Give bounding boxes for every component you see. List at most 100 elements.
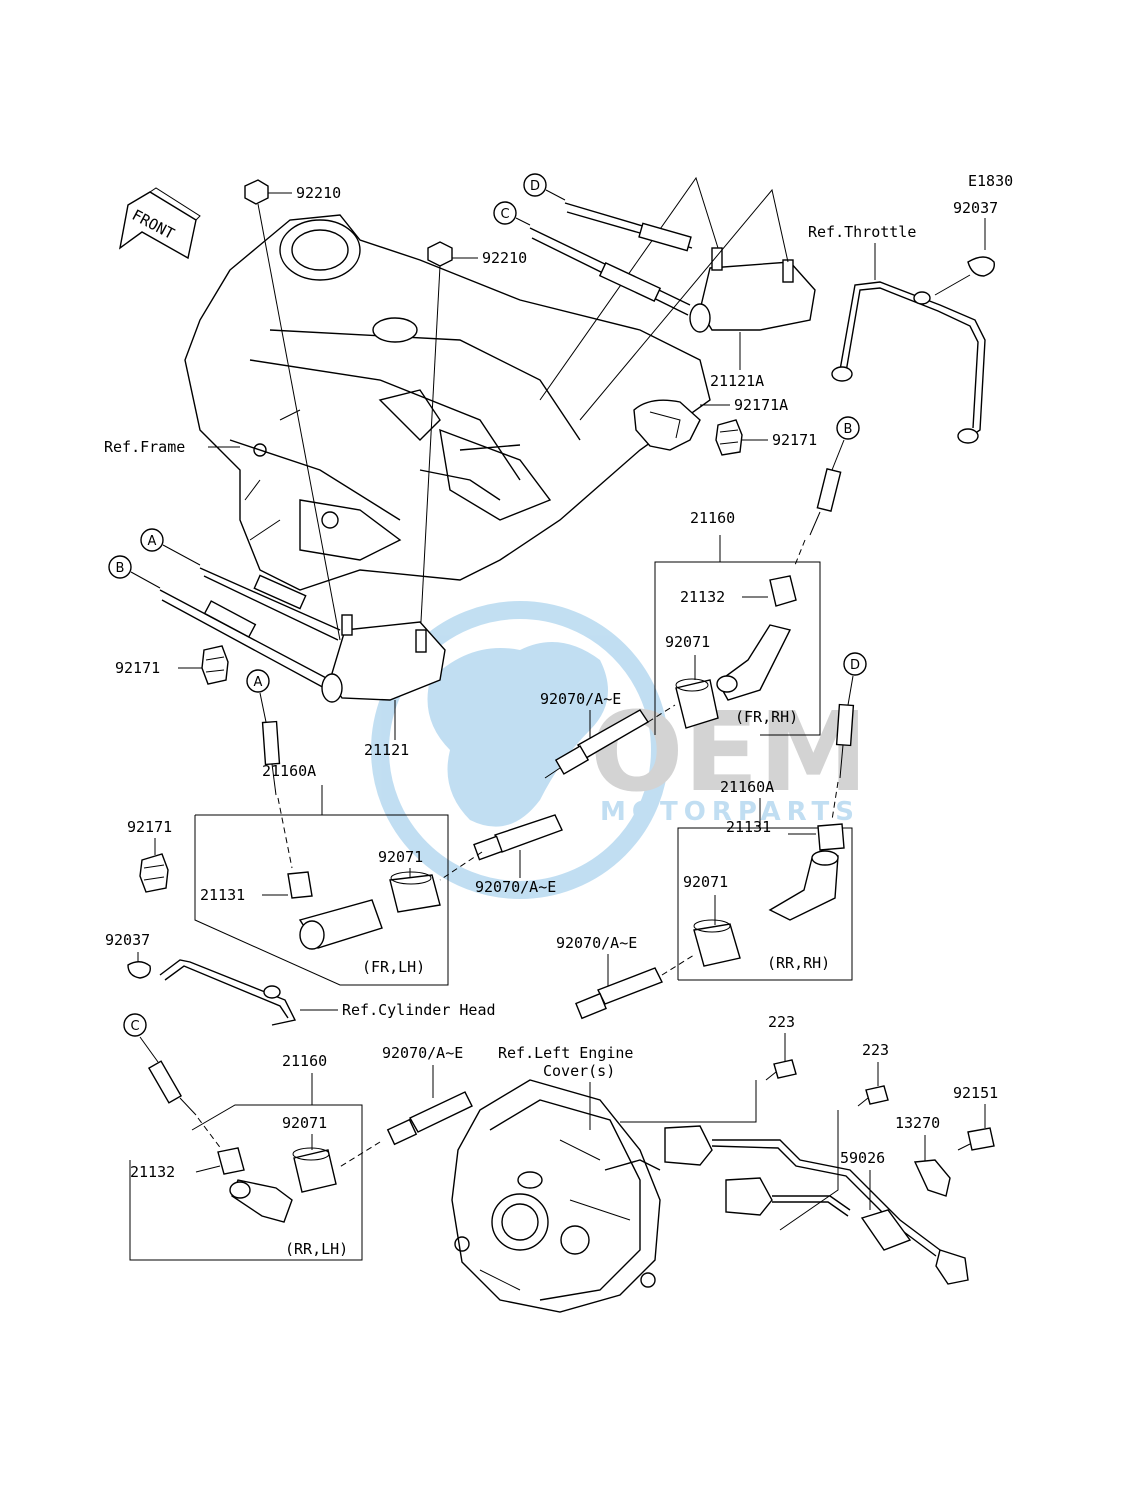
- ht-lead-end-b-right: [809, 439, 845, 536]
- seal-21131-r: [817, 823, 845, 851]
- label-92171-l2: 92171: [127, 818, 172, 836]
- callout-d-top: D: [530, 179, 540, 194]
- spark-plug-4: [386, 1091, 473, 1146]
- plate-13270: [913, 1159, 951, 1197]
- label-92070-3: 92070/A~E: [556, 934, 637, 952]
- label-fr-rh: (FR,RH): [735, 708, 798, 726]
- callout-a1: A: [148, 534, 157, 549]
- callout-circle-b1: [108, 555, 132, 579]
- nut-92210-a: [244, 179, 269, 205]
- left-engine-cover: [451, 1079, 661, 1313]
- label-92071-r: 92071: [665, 633, 710, 651]
- plug-cap-fr-rh: [716, 624, 792, 701]
- ignition-coil-21121a: [689, 247, 816, 333]
- watermark-brand: OEM: [590, 688, 868, 816]
- watermark-sub: MOTORPARTS: [600, 797, 860, 827]
- label-ref-frame: Ref.Frame: [104, 438, 185, 456]
- callout-circle-d-right: [843, 652, 867, 676]
- ht-lead-end-c-low: [139, 1036, 197, 1116]
- plug-cap-fr-lh: [298, 899, 383, 950]
- bolt-223-a: [765, 1059, 797, 1081]
- label-21131-r: 21131: [726, 818, 771, 836]
- callout-b-right: B: [844, 422, 853, 437]
- label-92171a: 92171A: [734, 396, 788, 414]
- bolt-223-b: [857, 1085, 889, 1107]
- ht-lead-end-d-right: [835, 675, 855, 779]
- label-ref-throttle: Ref.Throttle: [808, 223, 916, 241]
- nut-92210-b: [427, 241, 453, 267]
- label-92210-a: 92210: [296, 184, 341, 202]
- label-92037-r: 92037: [953, 199, 998, 217]
- throttle-cable-bracket: [831, 281, 986, 444]
- label-rr-lh: (RR,LH): [285, 1240, 348, 1258]
- clip-92171-l1: [201, 645, 229, 685]
- clip-92171-l2: [139, 853, 169, 893]
- label-21160a-r: 21160A: [720, 778, 774, 796]
- label-21121: 21121: [364, 741, 409, 759]
- plug-cover-92071-fr-rh: [675, 678, 719, 729]
- label-92071-l2: 92071: [282, 1114, 327, 1132]
- label-21131-l: 21131: [200, 886, 245, 904]
- spark-plug-2: [473, 814, 563, 861]
- callout-circle-c-top: [493, 201, 517, 225]
- label-59026: 59026: [840, 1149, 885, 1167]
- callout-circle-b-right: [836, 416, 860, 440]
- label-ref-left-cover-1: Ref.Left Engine: [498, 1044, 633, 1062]
- label-223-b: 223: [862, 1041, 889, 1059]
- plug-cap-rr-rh: [768, 850, 839, 921]
- ht-lead-top-d: [545, 189, 693, 252]
- label-ref-cyl-head: Ref.Cylinder Head: [342, 1001, 496, 1019]
- label-13270: 13270: [895, 1114, 940, 1132]
- clip-92037-r: [967, 256, 995, 277]
- label-92070-2: 92070/A~E: [475, 878, 556, 896]
- label-92071-l: 92071: [378, 848, 423, 866]
- label-92151: 92151: [953, 1084, 998, 1102]
- label-92171-r: 92171: [772, 431, 817, 449]
- callout-circle-a2: [246, 669, 270, 693]
- ht-lead-top-c: [515, 217, 691, 316]
- callout-a2: A: [254, 675, 263, 690]
- callout-c-top: C: [500, 207, 509, 222]
- plug-cover-92071-fr-lh: [389, 871, 441, 913]
- label-21160a-l: 21160A: [262, 762, 316, 780]
- callout-b1: B: [116, 561, 125, 576]
- ignition-coil-21121: [321, 614, 446, 703]
- label-21160-l: 21160: [282, 1052, 327, 1070]
- label-21132-r: 21132: [680, 588, 725, 606]
- spark-plug-3: [575, 967, 663, 1020]
- label-223-a: 223: [768, 1013, 795, 1031]
- label-rr-rh: (RR,RH): [767, 954, 830, 972]
- clamp-92171a: [633, 399, 701, 451]
- front-arrow-icon: FRONT: [118, 187, 201, 260]
- ht-lead-left-b: [130, 571, 331, 691]
- callout-circle-a1: [140, 528, 164, 552]
- plug-cover-92071-rr-lh: [292, 1147, 337, 1193]
- frame-drawing: [184, 214, 711, 591]
- seal-21132-r: [769, 575, 797, 607]
- label-92037-l: 92037: [105, 931, 150, 949]
- plug-cap-rr-lh: [229, 1179, 293, 1223]
- label-92210-b: 92210: [482, 249, 527, 267]
- label-fr-lh: (FR,LH): [362, 958, 425, 976]
- clip-92037-l: [127, 961, 151, 979]
- label-21121a: 21121A: [710, 372, 764, 390]
- seal-21131-l: [287, 871, 313, 899]
- callout-d-right: D: [850, 658, 860, 673]
- label-92071-r2: 92071: [683, 873, 728, 891]
- ht-lead-end-a2: [259, 692, 281, 796]
- ht-lead-left-a: [162, 544, 341, 641]
- label-ref-left-cover-2: Cover(s): [543, 1062, 615, 1080]
- clip-92171-r: [715, 419, 743, 456]
- oem-motorparts-watermark: OEM MOTORPARTS: [371, 601, 868, 899]
- callout-c-low: C: [130, 1019, 139, 1034]
- diagram-code: E1830: [968, 172, 1013, 190]
- label-92070-4: 92070/A~E: [382, 1044, 463, 1062]
- callout-circle-d-top: [523, 173, 547, 197]
- label-21160-r: 21160: [690, 509, 735, 527]
- callout-circle-c-low: [123, 1013, 147, 1037]
- cylinder-head-bracket: [159, 959, 297, 1026]
- label-21132-l: 21132: [130, 1163, 175, 1181]
- seal-21132-l: [217, 1147, 245, 1175]
